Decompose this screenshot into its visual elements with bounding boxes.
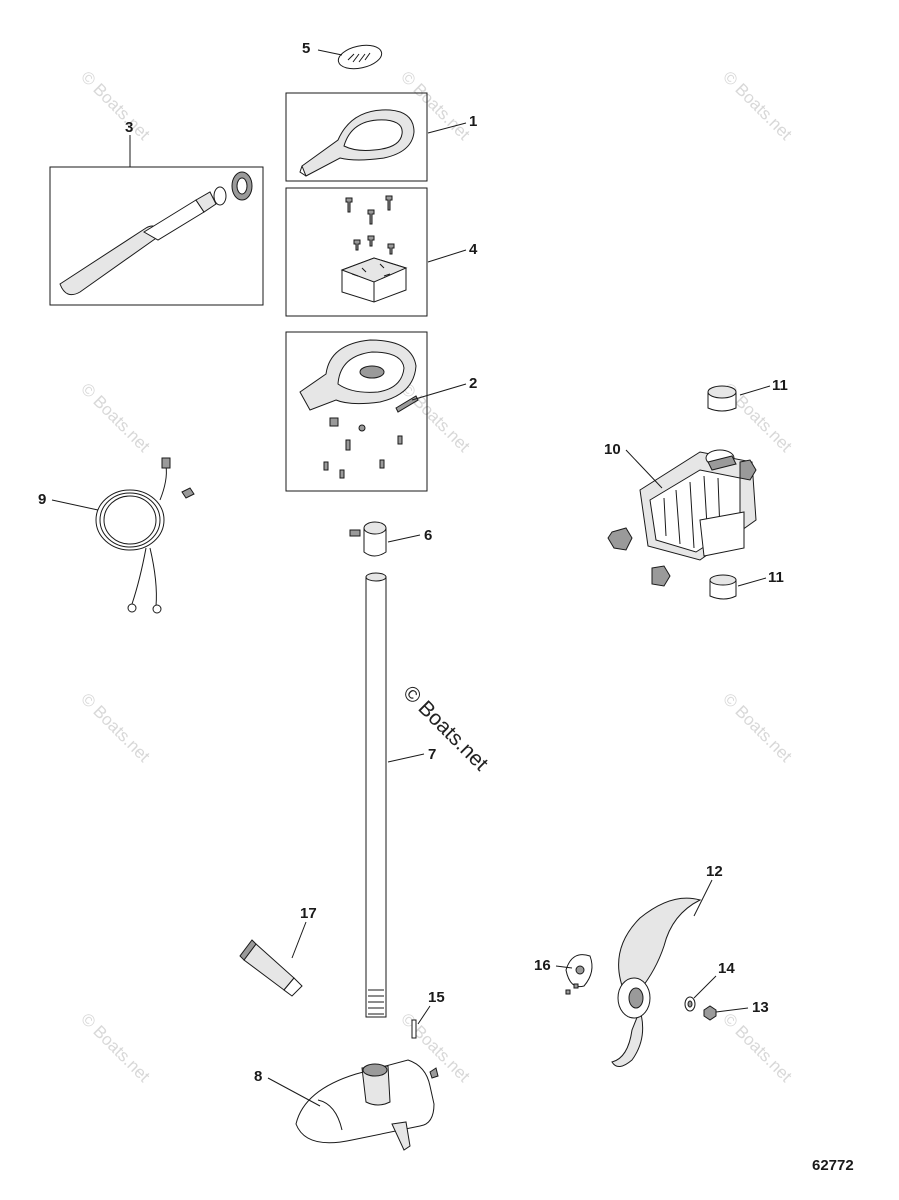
leader-15 <box>417 1005 431 1025</box>
leader-5 <box>317 49 343 56</box>
part-2-head-housing <box>299 339 419 479</box>
part-13-prop-nut <box>703 1005 717 1021</box>
part-9-wire-harness <box>95 457 195 614</box>
part-1-top-cover <box>299 109 415 177</box>
part-17-grease-tube <box>239 939 303 997</box>
part-4-control-module <box>340 195 408 303</box>
leader-12 <box>693 879 713 917</box>
part-11-bushing-bottom <box>709 574 737 600</box>
part-5-decal <box>337 44 383 70</box>
callout-17: 17 <box>300 905 317 922</box>
callout-10: 10 <box>604 441 621 458</box>
part-15-drive-pin <box>411 1019 417 1039</box>
leader-13 <box>715 1007 749 1013</box>
leader-7 <box>387 753 425 763</box>
watermark-11: © Boats.net <box>719 1009 796 1086</box>
part-11-bushing-top <box>707 385 737 412</box>
box-part-2 <box>285 331 428 492</box>
callout-11-top: 11 <box>772 377 788 394</box>
part-12-propeller <box>611 897 702 1067</box>
watermark-7: © Boats.net <box>77 689 154 766</box>
leader-16 <box>555 965 573 969</box>
callout-5: 5 <box>302 40 310 57</box>
watermark-4: © Boats.net <box>77 379 154 456</box>
callout-9: 9 <box>38 491 46 508</box>
leader-11b <box>737 577 767 587</box>
leader-10 <box>625 449 663 489</box>
callout-11-bottom: 11 <box>768 569 784 586</box>
part-14-washer <box>684 996 696 1012</box>
leader-11a <box>739 385 771 396</box>
watermark-5: © Boats.net <box>397 379 474 456</box>
callout-2: 2 <box>469 375 477 392</box>
part-10-mount-bracket <box>607 449 757 587</box>
callout-16: 16 <box>534 957 551 974</box>
part-6-collar <box>349 521 387 557</box>
watermark-1: © Boats.net <box>77 67 154 144</box>
part-7-shaft <box>365 572 387 1018</box>
watermark-8: © Boats.net <box>719 689 796 766</box>
callout-15: 15 <box>428 989 445 1006</box>
watermark-9: © Boats.net <box>77 1009 154 1086</box>
watermark-3: © Boats.net <box>719 67 796 144</box>
callout-14: 14 <box>718 960 735 977</box>
leader-6 <box>387 534 421 543</box>
leader-9 <box>51 499 99 511</box>
leader-14 <box>693 975 717 999</box>
leader-2 <box>411 383 467 401</box>
callout-3: 3 <box>125 119 133 136</box>
leader-4 <box>427 249 467 263</box>
part-16-prop-washer <box>565 954 593 995</box>
callout-7: 7 <box>428 746 436 763</box>
part-3-tiller-handle <box>59 171 253 296</box>
callout-12: 12 <box>706 863 723 880</box>
document-number: 62772 <box>812 1157 854 1174</box>
callout-4: 4 <box>469 241 478 258</box>
callout-8: 8 <box>254 1068 262 1085</box>
box-part-1 <box>285 92 428 182</box>
part-8-motor-housing <box>295 1059 439 1151</box>
part-4-screws <box>345 195 395 255</box>
leader-1 <box>427 122 467 134</box>
leader-17 <box>291 921 307 959</box>
box-part-3 <box>49 166 264 306</box>
callout-1: 1 <box>469 113 477 130</box>
leader-8 <box>267 1077 321 1107</box>
callout-13: 13 <box>752 999 769 1016</box>
callout-6: 6 <box>424 527 432 544</box>
box-part-4 <box>285 187 428 317</box>
watermark-center: © Boats.net <box>398 681 492 775</box>
